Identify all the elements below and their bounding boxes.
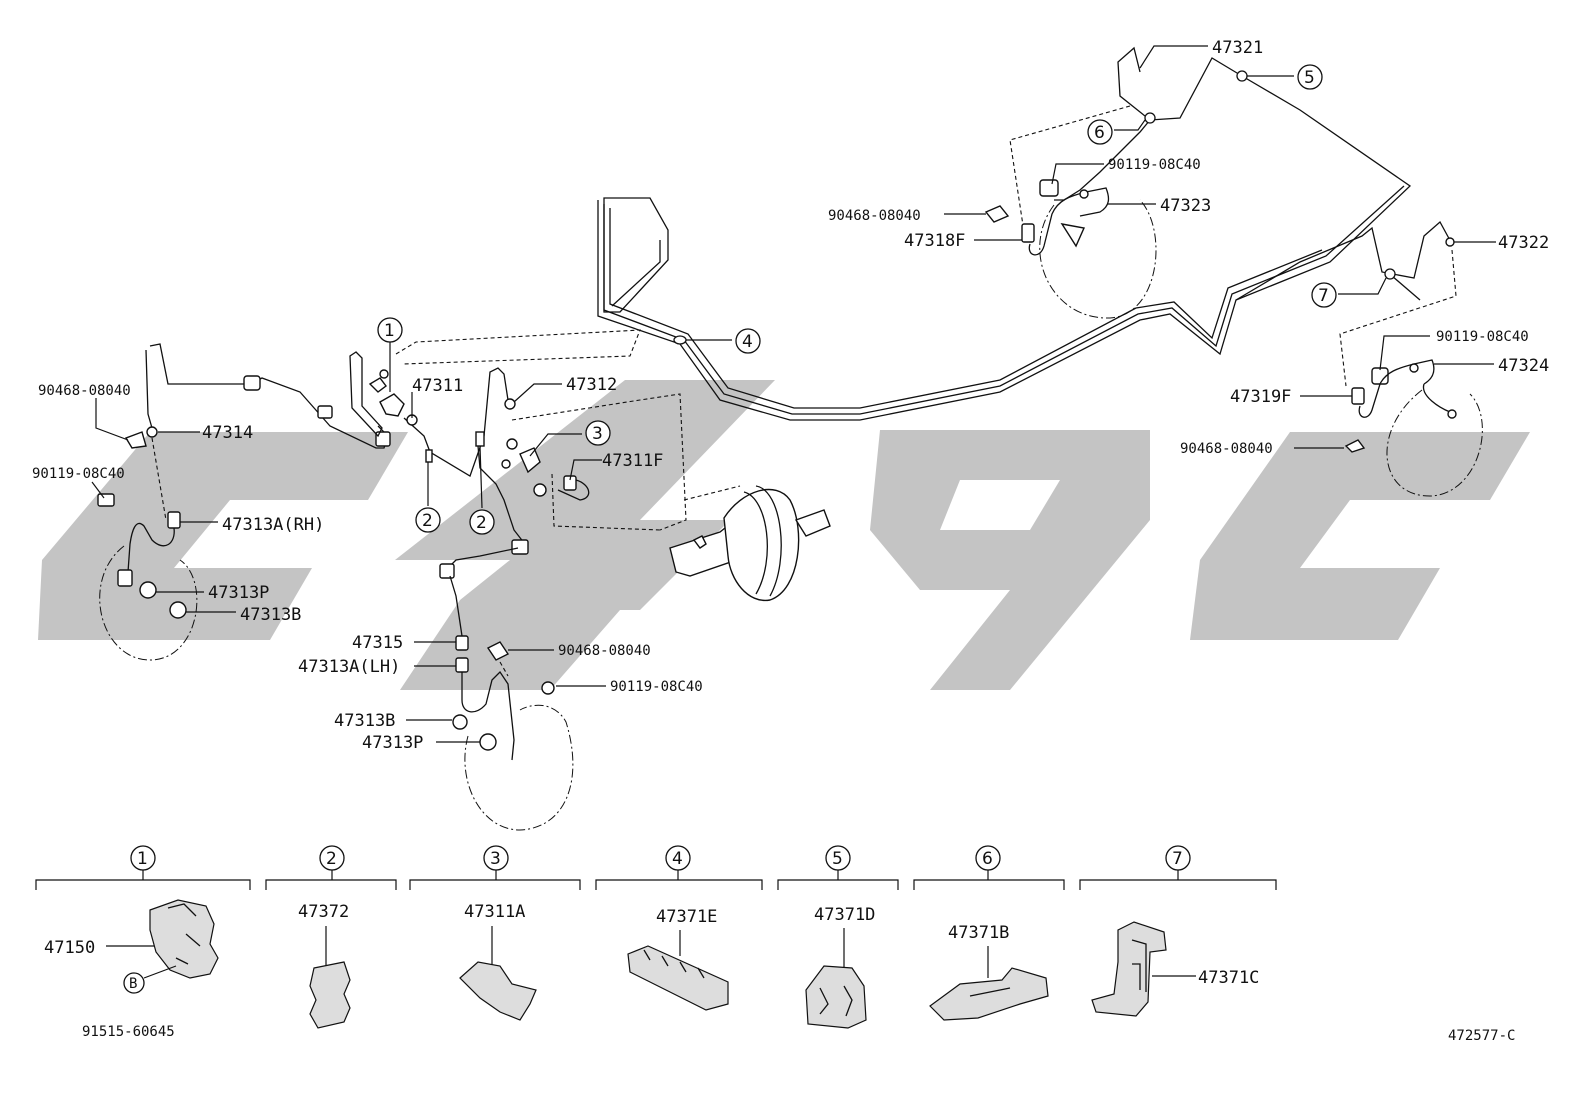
callout-7: 7 xyxy=(1318,286,1329,306)
label-47319F: 47319F xyxy=(1230,387,1291,407)
label-47313B-b: 47313B xyxy=(334,711,395,731)
legend-item-3: 3 47311A xyxy=(409,845,581,1021)
legend-num-6: 6 xyxy=(982,849,993,869)
label-47321: 47321 xyxy=(1212,38,1263,58)
callout-6: 6 xyxy=(1094,123,1105,143)
watermark-letter-g xyxy=(870,430,1150,690)
front-left-wheel-group xyxy=(452,635,574,831)
label-47324: 47324 xyxy=(1498,356,1549,376)
label-47315: 47315 xyxy=(352,633,403,653)
watermark-letter-c2 xyxy=(1190,432,1530,640)
detail-legend: 1 47150 B 91515-60645 2 47372 3 47311A xyxy=(35,845,1277,1040)
label-90119-b: 90119-08C40 xyxy=(1436,329,1529,345)
legend-item-7: 7 47371C xyxy=(1079,845,1277,1017)
rear-right-wheel-group xyxy=(984,179,1483,497)
label-47313A-LH: 47313A(LH) xyxy=(298,657,400,677)
legend-part-2: 47372 xyxy=(298,902,349,922)
diagram-code: 472577-C xyxy=(1448,1028,1515,1044)
label-90468-d: 90468-08040 xyxy=(558,643,651,659)
legend-item-4: 4 47371E xyxy=(595,845,763,1011)
label-90468-c: 90468-08040 xyxy=(38,383,131,399)
callout-5: 5 xyxy=(1304,68,1315,88)
label-90468-a: 90468-08040 xyxy=(828,208,921,224)
legend-part-7: 47371C xyxy=(1198,968,1259,988)
callout-2a: 2 xyxy=(422,511,433,531)
legend-subpart-1: 91515-60645 xyxy=(82,1024,175,1040)
label-47312: 47312 xyxy=(566,375,617,395)
callout-3: 3 xyxy=(592,424,603,444)
main-brake-pipe xyxy=(597,75,1412,421)
legend-num-3: 3 xyxy=(490,849,501,869)
label-90119-d: 90119-08C40 xyxy=(610,679,703,695)
legend-num-4: 4 xyxy=(672,849,683,869)
label-47313P-b: 47313P xyxy=(362,733,423,753)
legend-part-4: 47371E xyxy=(656,907,717,927)
legend-item-2: 2 47372 xyxy=(265,845,397,1029)
label-47318F: 47318F xyxy=(904,231,965,251)
watermark-logo xyxy=(38,380,1530,690)
legend-num-7: 7 xyxy=(1172,849,1183,869)
front-center-group xyxy=(349,329,687,637)
label-47314: 47314 xyxy=(202,423,253,443)
label-47313B-a: 47313B xyxy=(240,605,301,625)
legend-item-6: 6 47371B xyxy=(913,845,1065,1021)
legend-num-2: 2 xyxy=(326,849,337,869)
right-rear-pipes xyxy=(1009,46,1457,387)
callouts: 47321 5 6 90119-08C40 47323 90468-08040 … xyxy=(32,38,1549,753)
label-47313P-a: 47313P xyxy=(208,583,269,603)
legend-part-5: 47371D xyxy=(814,905,875,925)
label-90468-b: 90468-08040 xyxy=(1180,441,1273,457)
label-47313A-RH: 47313A(RH) xyxy=(222,515,324,535)
label-90119-a: 90119-08C40 xyxy=(1108,157,1201,173)
brake-booster xyxy=(669,485,831,602)
callout-4: 4 xyxy=(742,332,753,352)
legend-num-5: 5 xyxy=(832,849,843,869)
label-47322: 47322 xyxy=(1498,233,1549,253)
legend-part-3: 47311A xyxy=(464,902,525,922)
label-47311: 47311 xyxy=(412,376,463,396)
watermark-letter-c1 xyxy=(38,432,408,640)
legend-item-5: 5 47371D xyxy=(777,845,899,1029)
legend-item-1: 1 47150 B 91515-60645 xyxy=(35,845,251,1040)
label-47311F: 47311F xyxy=(602,451,663,471)
watermark-letter-h xyxy=(395,380,775,690)
legend-num-1: 1 xyxy=(137,849,148,869)
legend-part-6: 47371B xyxy=(948,923,1009,943)
front-right-wheel-group xyxy=(97,343,391,661)
callout-1: 1 xyxy=(384,321,395,341)
label-90119-c: 90119-08C40 xyxy=(32,466,125,482)
legend-marker-1: B xyxy=(129,976,137,992)
legend-part-1: 47150 xyxy=(44,938,95,958)
callout-2b: 2 xyxy=(476,513,487,533)
label-47323: 47323 xyxy=(1160,196,1211,216)
